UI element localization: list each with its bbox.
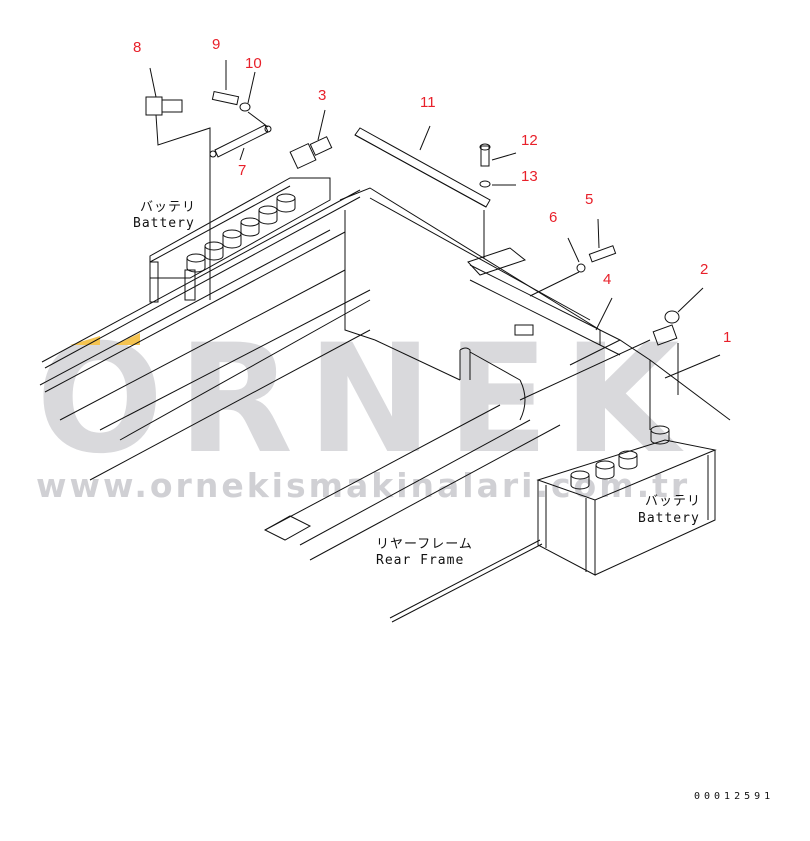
terminal-clamp-3 <box>289 136 333 170</box>
callout-2: 2 <box>700 261 709 278</box>
cable-7 <box>209 124 272 158</box>
document-number: 00012591 <box>694 791 775 802</box>
battery-left-label-jp: バッテリ <box>140 200 197 215</box>
bolt-12 <box>479 143 491 167</box>
battery-caps-left <box>186 193 296 273</box>
washer-6 <box>576 263 586 273</box>
callout-1: 1 <box>723 329 732 346</box>
rear-frame-label-en: Rear Frame <box>376 553 465 568</box>
callout-6: 6 <box>549 209 558 226</box>
watermark-brand: ORNEK <box>36 313 694 487</box>
battery-left-label-en: Battery <box>133 216 195 231</box>
terminal-clamp-2 <box>652 310 680 346</box>
callout-13: 13 <box>521 168 538 185</box>
callout-12: 12 <box>521 132 538 149</box>
callout-10: 10 <box>245 55 262 72</box>
washer-13 <box>479 180 491 188</box>
block <box>514 324 534 336</box>
callout-8: 8 <box>133 39 142 56</box>
battery-right-label-jp: バッテリ <box>645 494 702 509</box>
callout-7: 7 <box>238 162 247 179</box>
bolt-9 <box>211 90 240 106</box>
rear-frame-label-jp: リヤーフレーム <box>376 537 473 552</box>
bolt-5 <box>588 245 617 263</box>
callout-11: 11 <box>420 94 436 111</box>
battery-box-right <box>536 425 717 576</box>
battery-right-label-en: Battery <box>638 511 700 526</box>
callout-9: 9 <box>212 36 221 53</box>
washer-10 <box>239 102 251 112</box>
watermark-url: www.ornekismakinalari.com.tr <box>36 466 691 505</box>
callout-4: 4 <box>603 271 612 288</box>
callout-5: 5 <box>585 191 594 208</box>
terminal-clamp-8 <box>145 96 183 116</box>
callout-3: 3 <box>318 87 327 104</box>
